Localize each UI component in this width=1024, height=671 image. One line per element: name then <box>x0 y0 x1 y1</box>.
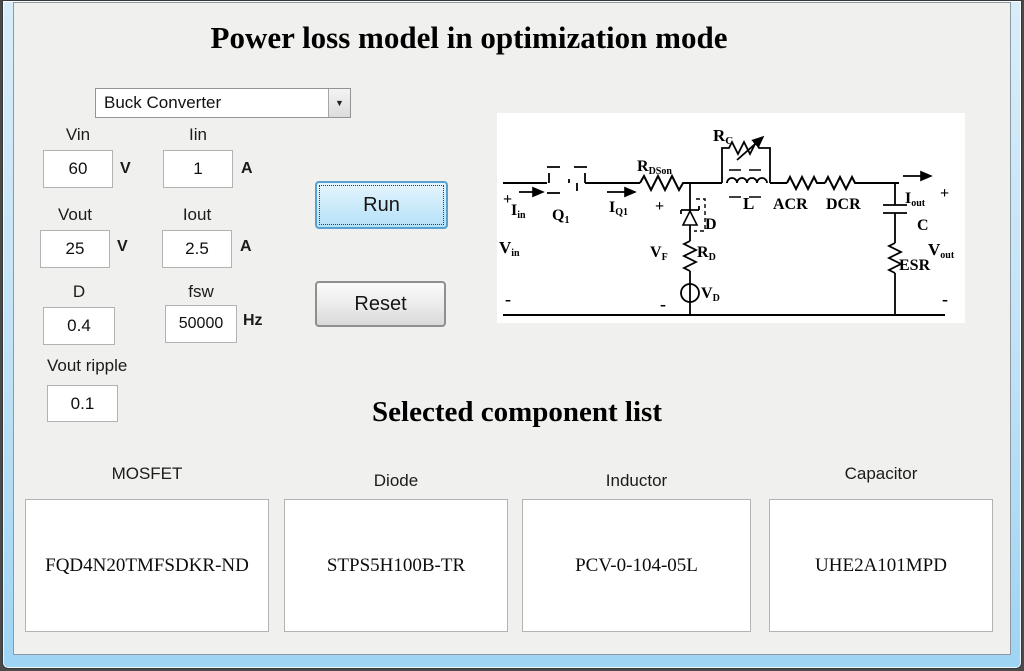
iin-unit: A <box>241 160 253 177</box>
circuit-label-dcr: DCR <box>826 196 861 213</box>
circuit-label-iin: Iin <box>511 202 526 221</box>
circuit-label-vout: Vout <box>928 240 955 261</box>
diode-label: Diode <box>373 471 419 490</box>
circuit-label-iout: Iout <box>905 190 926 209</box>
mosfet-listbox[interactable]: FQD4N20TMFSDKR-ND <box>25 499 269 632</box>
circuit-label-c: C <box>917 217 929 234</box>
diode-listbox[interactable]: STPS5H100B-TR <box>284 499 508 632</box>
circuit-diagram: + Iin Q1 IQ1 RDSon + D VF RD VD - RC L A… <box>497 113 965 323</box>
vout-ripple-label: Vout ripple <box>47 356 128 375</box>
vin-input[interactable] <box>43 150 113 188</box>
iout-unit: A <box>240 238 252 255</box>
chevron-down-icon[interactable]: ▼ <box>328 89 350 117</box>
circuit-label-vin: Vin <box>499 238 520 259</box>
capacitor-part-number: UHE2A101MPD <box>815 554 947 576</box>
circuit-label-acr: ACR <box>773 196 808 213</box>
circuit-label-rd: RD <box>697 244 716 263</box>
converter-dropdown-value: Buck Converter <box>104 93 222 112</box>
capacitor-listbox[interactable]: UHE2A101MPD <box>769 499 993 632</box>
circuit-label-vf: VF <box>650 244 668 263</box>
circuit-label-esr: ESR <box>899 257 931 274</box>
converter-dropdown[interactable]: Buck Converter ▼ <box>95 88 351 118</box>
d-input[interactable] <box>43 307 115 345</box>
plus-sign-output: + <box>940 185 949 202</box>
diode-part-number: STPS5H100B-TR <box>326 554 466 576</box>
vin-label: Vin <box>65 125 91 144</box>
buck-converter-schematic: + Iin Q1 IQ1 RDSon + D VF RD VD - RC L A… <box>499 126 955 316</box>
d-label: D <box>72 282 86 301</box>
minus-sign-diode: - <box>660 294 666 314</box>
inductor-part-number: PCV-0-104-05L <box>575 554 698 576</box>
minus-sign-input: - <box>505 289 511 309</box>
fsw-label: fsw <box>188 282 214 301</box>
vout-input[interactable] <box>40 230 110 268</box>
circuit-label-iq1: IQ1 <box>609 199 628 218</box>
reset-button[interactable]: Reset <box>315 281 446 327</box>
section-title: Selected component list <box>372 396 662 428</box>
iout-label: Iout <box>182 205 212 224</box>
fsw-input[interactable] <box>165 305 237 343</box>
run-button[interactable]: Run <box>315 181 448 229</box>
circuit-label-q1: Q1 <box>552 207 569 226</box>
iin-label: Iin <box>189 125 207 144</box>
circuit-label-rdson: RDSon <box>637 158 672 177</box>
page-title: Power loss model in optimization mode <box>210 20 728 55</box>
vin-unit: V <box>120 160 131 177</box>
mosfet-label: MOSFET <box>111 464 183 483</box>
circuit-label-vd: VD <box>701 285 720 304</box>
circuit-label-rc: RC <box>713 126 733 147</box>
plus-sign-input: + <box>503 191 512 208</box>
iin-input[interactable] <box>163 150 233 188</box>
plus-sign-diode: + <box>655 198 664 215</box>
minus-sign-output: - <box>942 289 948 309</box>
inductor-label: Inductor <box>605 471 668 490</box>
circuit-label-d: D <box>705 216 717 233</box>
vout-ripple-input[interactable] <box>47 385 118 422</box>
mosfet-part-number: FQD4N20TMFSDKR-ND <box>45 554 249 576</box>
vout-label: Vout <box>57 205 93 224</box>
fsw-unit: Hz <box>243 312 263 329</box>
circuit-label-l: L <box>743 194 754 213</box>
capacitor-label: Capacitor <box>844 464 918 483</box>
vout-unit: V <box>117 238 128 255</box>
inductor-listbox[interactable]: PCV-0-104-05L <box>522 499 751 632</box>
iout-input[interactable] <box>162 230 232 268</box>
